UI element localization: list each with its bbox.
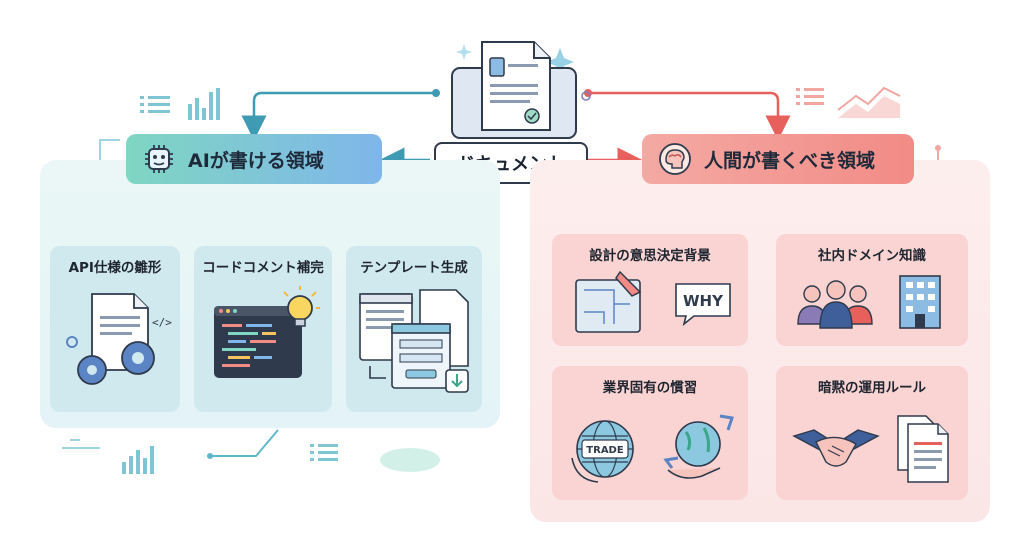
office-building-icon <box>899 275 941 329</box>
template-docs-icon <box>359 289 469 393</box>
sparkle-icon <box>546 48 574 76</box>
svg-text:</>: </> <box>152 316 172 329</box>
handshake-icon <box>792 429 880 467</box>
documents-icon <box>897 415 949 483</box>
human-card-title: 社内ドメイン知識 <box>818 248 926 264</box>
document-hero-icon <box>451 41 577 139</box>
code-editor-lightbulb-icon <box>214 286 320 378</box>
human-category-title: 人間が書くべき領域 <box>704 149 876 172</box>
why-text: WHY <box>683 292 724 310</box>
globe-hands-icon <box>663 414 734 479</box>
line-doodle <box>210 429 279 457</box>
human-card-implicit-rules: 暗黙の運用ルール <box>776 366 968 500</box>
human-card-design-rationale: 設計の意思決定背景 WHY <box>552 234 748 346</box>
human-card-title: 設計の意思決定背景 <box>589 248 711 264</box>
people-icon <box>797 280 873 329</box>
human-category-header: 人間が書くべき領域 <box>642 134 914 184</box>
ai-card-code-comment: コードコメント補完 <box>194 246 332 412</box>
ai-chip-icon <box>145 145 173 173</box>
bar-chart-icon <box>122 444 338 474</box>
human-card-domain-knowledge: 社内ドメイン知識 <box>776 234 968 346</box>
ai-category-header: AIが書ける領域 <box>126 134 382 184</box>
human-card-title: 業界固有の慣習 <box>602 380 698 396</box>
ai-card-template-gen: テンプレート生成 <box>346 246 482 412</box>
trade-globe-icon: TRADE <box>571 420 634 483</box>
trade-text: TRADE <box>586 445 624 456</box>
bar-chart-icon <box>140 88 220 120</box>
ai-card-api-spec: API仕様の雛形 </> <box>50 246 180 412</box>
brain-head-icon <box>659 143 691 175</box>
blueprint-pencil-icon <box>575 270 642 333</box>
ai-card-title: テンプレート生成 <box>360 260 468 276</box>
ai-card-title: API仕様の雛形 <box>68 260 162 276</box>
speech-bubble-icon: WHY <box>675 283 731 327</box>
human-card-industry-practice: 業界固有の慣習 TRADE <box>552 366 748 500</box>
ai-category-title: AIが書ける領域 <box>188 149 324 172</box>
ai-card-title: コードコメント補完 <box>202 260 324 276</box>
gears-document-icon: </> <box>66 293 172 385</box>
human-card-title: 暗黙の運用ルール <box>818 380 926 396</box>
